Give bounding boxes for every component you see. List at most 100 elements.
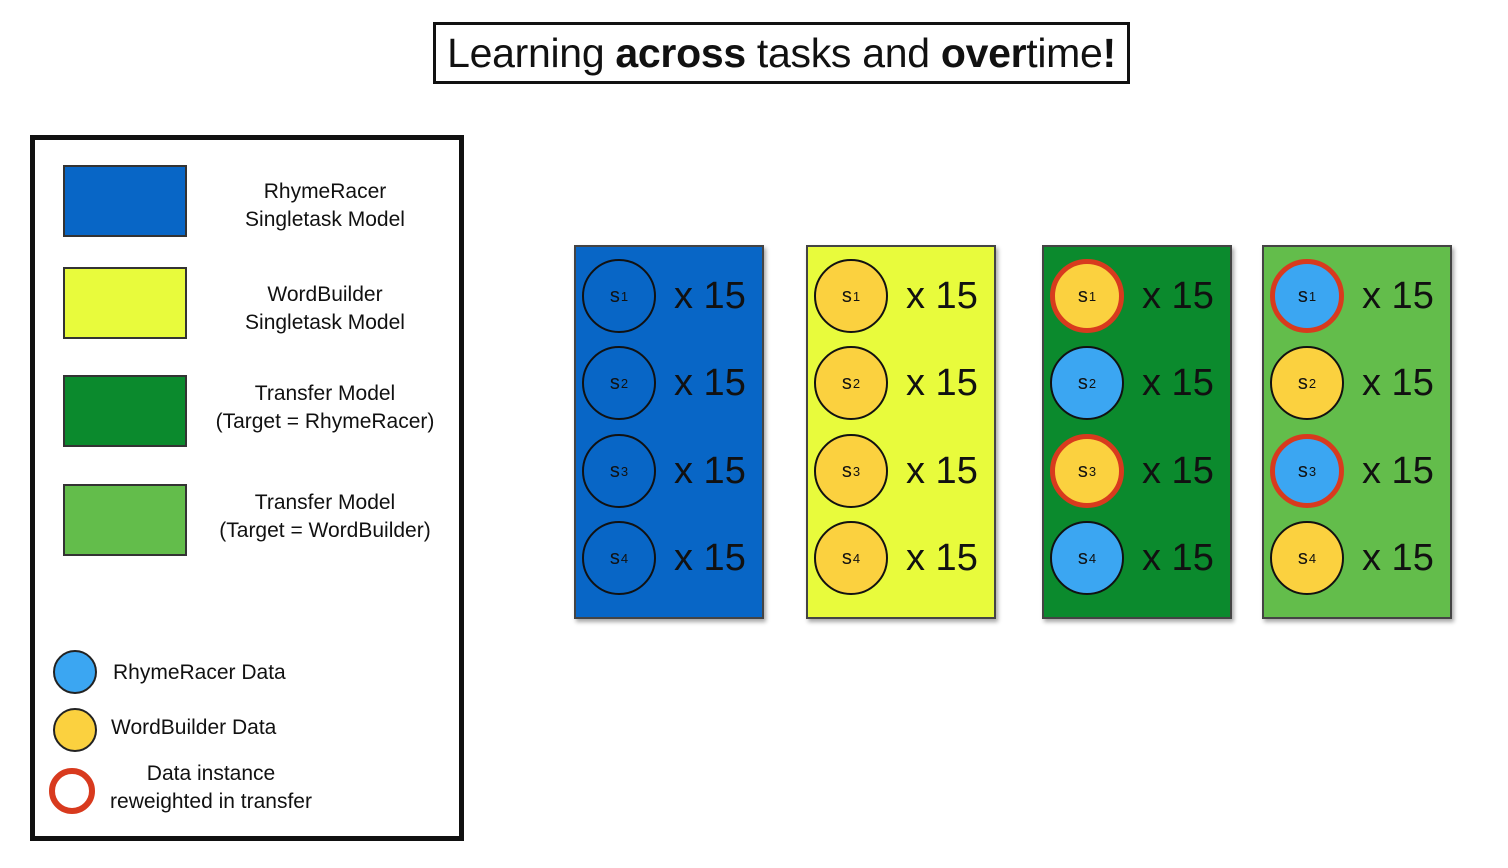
sample-index: 3 xyxy=(1308,463,1317,479)
legend-swatch-rhymeracer-model xyxy=(63,165,187,237)
legend-label-transfer-wordbuilder: Transfer Model (Target = WordBuilder) xyxy=(219,491,431,542)
sample-label: s xyxy=(609,459,620,482)
multiplier-label: x 15 xyxy=(1362,537,1434,579)
sample-label: s xyxy=(1077,546,1088,569)
sample-label: s xyxy=(841,459,852,482)
legend-swatch-transfer-rhymeracer xyxy=(63,375,187,447)
wordbuilder-data-dot-icon xyxy=(53,708,97,752)
multiplier-label: x 15 xyxy=(674,537,746,579)
legend-panel: RhymeRacer Singletask Model WordBuilder … xyxy=(30,135,464,841)
sample-label: s xyxy=(609,284,620,307)
sample-index: 1 xyxy=(1088,288,1097,304)
sample-label: s xyxy=(1297,459,1308,482)
sample-label: s xyxy=(1297,284,1308,307)
sample-index: 1 xyxy=(852,288,861,304)
multiplier-label: x 15 xyxy=(906,275,978,317)
legend-label-wordbuilder-model: WordBuilder Singletask Model xyxy=(245,283,405,334)
legend-rhymeracer-data: RhymeRacer Data xyxy=(113,661,286,684)
sample-label: s xyxy=(1077,459,1088,482)
sample-label: s xyxy=(1077,371,1088,394)
sample-label: s xyxy=(1077,284,1088,307)
multiplier-label: x 15 xyxy=(674,362,746,404)
multiplier-label: x 15 xyxy=(674,450,746,492)
legend-reweighted: Data instance reweighted in transfer xyxy=(110,762,312,813)
slide-title: Learning across tasks and over time ! xyxy=(433,22,1130,84)
multiplier-label: x 15 xyxy=(906,362,978,404)
legend-swatch-wordbuilder-model xyxy=(63,267,187,339)
sample-label: s xyxy=(1297,371,1308,394)
title-exclamation: ! xyxy=(1102,29,1117,76)
multiplier-label: x 15 xyxy=(1142,537,1214,579)
legend-label-transfer-rhymeracer: Transfer Model (Target = RhymeRacer) xyxy=(215,382,435,433)
sample-index: 3 xyxy=(620,463,629,479)
rhymeracer-data-dot-icon xyxy=(53,650,97,694)
sample-label: s xyxy=(609,546,620,569)
sample-label: s xyxy=(841,371,852,394)
title-bold-across: across xyxy=(615,29,746,76)
sample-index: 4 xyxy=(852,550,861,566)
sample-index: 3 xyxy=(852,463,861,479)
sample-index: 2 xyxy=(1308,375,1317,391)
sample-label: s xyxy=(841,546,852,569)
multiplier-label: x 15 xyxy=(1142,450,1214,492)
legend-wordbuilder-data: WordBuilder Data xyxy=(111,716,277,739)
sample-index: 2 xyxy=(1088,375,1097,391)
sample-index: 4 xyxy=(1088,550,1097,566)
multiplier-label: x 15 xyxy=(906,450,978,492)
sample-index: 1 xyxy=(620,288,629,304)
sample-index: 4 xyxy=(1308,550,1317,566)
sample-index: 2 xyxy=(852,375,861,391)
sample-label: s xyxy=(609,371,620,394)
legend-swatch-transfer-wordbuilder xyxy=(63,484,187,556)
multiplier-label: x 15 xyxy=(1362,362,1434,404)
sample-index: 3 xyxy=(1088,463,1097,479)
title-bold-over: over xyxy=(940,29,1027,76)
sample-label: s xyxy=(1297,546,1308,569)
sample-label: s xyxy=(841,284,852,307)
title-text-2: tasks and xyxy=(745,29,941,76)
legend-label-rhymeracer-model: RhymeRacer Singletask Model xyxy=(245,180,405,231)
multiplier-label: x 15 xyxy=(1362,450,1434,492)
title-text-3: time xyxy=(1026,29,1103,76)
reweighted-ring-icon xyxy=(49,768,95,814)
multiplier-label: x 15 xyxy=(906,537,978,579)
multiplier-label: x 15 xyxy=(1142,362,1214,404)
sample-index: 2 xyxy=(620,375,629,391)
multiplier-label: x 15 xyxy=(1142,275,1214,317)
